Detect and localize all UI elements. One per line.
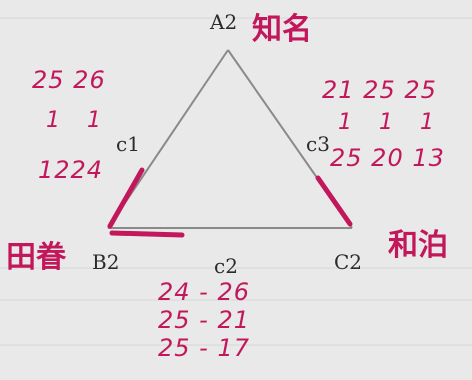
vertex-a2-label: A2 — [210, 10, 238, 34]
c1-top-numbers: 25 26 — [32, 66, 106, 94]
highlight-c1 — [107, 167, 145, 229]
vertex-b2-label: B2 — [92, 250, 120, 274]
c2-pair-row: 25 - 17 — [158, 334, 250, 362]
c2-pair-row: 24 - 26 — [158, 278, 250, 306]
handwritten-top-name: 知名 — [252, 12, 312, 47]
c1-bottom-numbers: 1224 — [38, 156, 104, 184]
highlight-c3 — [315, 175, 353, 227]
c3-divider-marks: 1 1 1 — [338, 110, 444, 135]
vertex-c2-label: C2 — [334, 250, 363, 274]
handwritten-right-name: 和泊 — [388, 228, 448, 263]
c2-pair-row: 25 - 21 — [158, 306, 250, 334]
c3-top-numbers: 21 25 25 — [322, 76, 437, 104]
edge-c1-label: c1 — [116, 132, 140, 156]
c2-pairs: 24 - 26 25 - 21 25 - 17 — [158, 278, 250, 362]
c1-divider-marks: 1 1 — [46, 108, 111, 133]
handwritten-left-name: 田眷 — [6, 240, 66, 275]
edge-c3-label: c3 — [306, 132, 330, 156]
edge-c2-label: c2 — [214, 254, 238, 278]
paper-rules — [0, 17, 472, 346]
c3-bottom-numbers: 25 20 13 — [330, 144, 445, 172]
highlight-c2 — [109, 230, 185, 238]
